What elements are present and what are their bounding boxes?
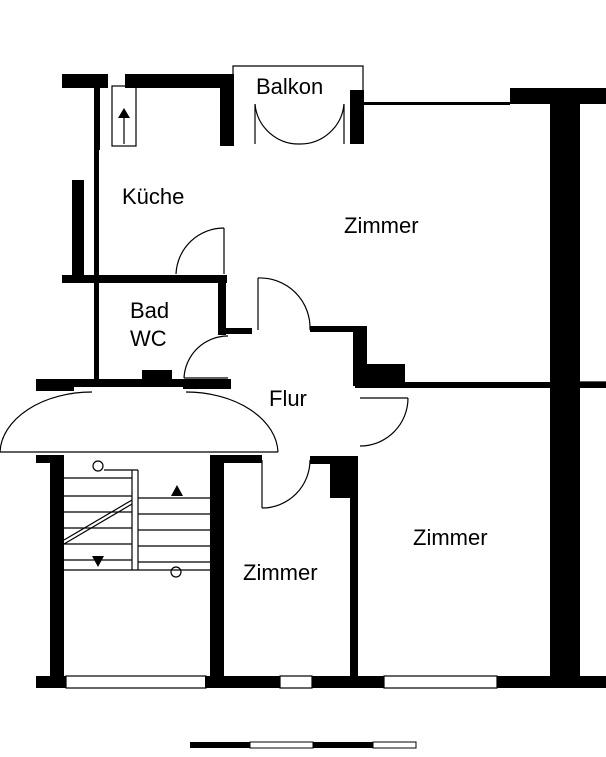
wall-small-room-block: [330, 456, 352, 498]
wall-kitchen-balcony-post: [220, 74, 234, 146]
window-bottom-small-room: [279, 675, 313, 689]
wall-kitchen-left-thick: [72, 180, 84, 280]
wall-stair-left: [50, 455, 64, 687]
bath-door-swing: [183, 335, 229, 379]
stair-down-arrow: [92, 556, 104, 567]
small-room-door-swing: [261, 459, 311, 509]
wall-kitchen-left-thin: [94, 86, 99, 384]
wall-bottom-mid: [205, 676, 280, 688]
stairs: [63, 460, 210, 578]
balcony-outline: [232, 65, 364, 90]
wall-hall-top: [36, 387, 74, 391]
entrance-door-right-swing: [185, 391, 279, 453]
balcony-door-left-swing: [254, 103, 301, 145]
wall-stair-right: [210, 455, 224, 687]
stair-arrows: [92, 108, 183, 567]
label-zimmer-living: Zimmer: [344, 213, 419, 238]
label-wc: WC: [130, 326, 167, 351]
thin-lines: [0, 65, 606, 689]
zimmer-door-swing: [257, 277, 311, 331]
wall-bath-bottom-block: [142, 370, 172, 384]
kitchen-vent-arrow: [118, 108, 130, 118]
label-balkon: Balkon: [256, 74, 323, 99]
wall-bottom-right: [497, 676, 606, 688]
wall-bath-right: [218, 275, 226, 335]
wall-divider-rooms: [355, 382, 606, 388]
label-zimmer-right: Zimmer: [413, 525, 488, 550]
wall-top-zimmer-left: [350, 90, 364, 104]
wall-top-kitchen: [125, 74, 233, 88]
label-bad: Bad: [130, 298, 169, 323]
wall-small-room-right: [350, 456, 358, 686]
wall-stair-top-right: [210, 455, 262, 463]
label-zimmer-small: Zimmer: [243, 560, 318, 585]
window-bottom-stair: [65, 675, 207, 689]
wall-flur-zimmer-top: [310, 326, 358, 332]
balcony-door-right-swing: [299, 103, 345, 145]
scale-bar: [190, 741, 417, 749]
wall-stair-top-left: [36, 455, 64, 463]
kitchen-vent-box: [111, 85, 137, 147]
kitchen-door-swing: [175, 227, 225, 275]
right-room-door-swing: [359, 397, 409, 447]
wall-bottom-mid2: [312, 676, 384, 688]
wall-kitchen-bath: [62, 275, 227, 283]
wall-bath-right-lower: [218, 328, 252, 334]
entrance-door-left-swing: [0, 391, 93, 453]
window-bottom-right-room: [383, 675, 498, 689]
walls: [36, 74, 606, 688]
wall-left-outer: [94, 86, 100, 150]
wall-flur-zimmer-block: [353, 364, 405, 386]
wall-bath-bottom-right: [183, 379, 231, 389]
label-kueche: Küche: [122, 184, 184, 209]
stair-up-arrow: [171, 485, 183, 496]
wall-bottom-left: [36, 676, 66, 688]
wall-top-left: [62, 74, 108, 88]
wall-bath-bottom: [36, 379, 226, 387]
label-flur: Flur: [269, 386, 307, 411]
